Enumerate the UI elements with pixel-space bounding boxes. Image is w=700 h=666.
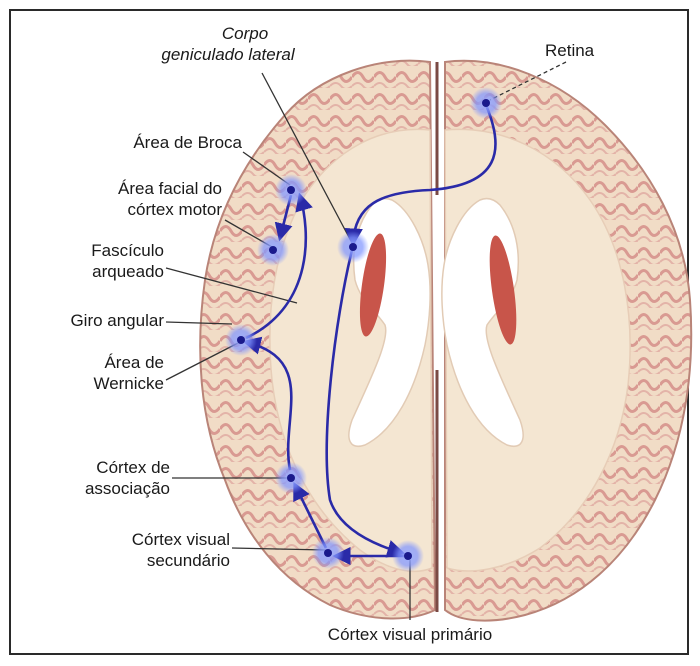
node-retina xyxy=(470,87,502,119)
node-area-facial xyxy=(257,234,289,266)
label-area-facial: Área facial do córtex motor xyxy=(40,178,222,220)
label-cortex-sec: Córtex visual secundário xyxy=(20,529,230,571)
label-fasciculo-line1: Fascículo xyxy=(20,240,164,261)
label-cortex-assoc: Córtex de associação xyxy=(20,457,170,499)
label-corpo-geniculado-line1: Corpo xyxy=(150,23,340,44)
label-corpo-geniculado: Corpo geniculado lateral xyxy=(150,23,340,65)
label-cortex-assoc-line2: associação xyxy=(20,478,170,499)
label-cortex-prim: Córtex visual primário xyxy=(280,624,540,645)
label-area-facial-line1: Área facial do xyxy=(40,178,222,199)
node-lgn xyxy=(337,231,369,263)
node-cortex-sec xyxy=(312,537,344,569)
label-wernicke: Área de Wernicke xyxy=(20,352,164,394)
label-area-facial-line2: córtex motor xyxy=(40,199,222,220)
label-area-broca: Área de Broca xyxy=(60,132,242,153)
label-giro-angular: Giro angular xyxy=(20,310,164,331)
label-corpo-geniculado-line2: geniculado lateral xyxy=(116,44,340,65)
label-cortex-assoc-line1: Córtex de xyxy=(20,457,170,478)
node-cortex-assoc xyxy=(275,462,307,494)
node-broca xyxy=(275,174,307,206)
label-fasciculo-line2: arqueado xyxy=(20,261,164,282)
node-cortex-prim xyxy=(392,540,424,572)
label-retina: Retina xyxy=(545,40,594,61)
label-fasciculo: Fascículo arqueado xyxy=(20,240,164,282)
node-wernicke xyxy=(225,324,257,356)
label-cortex-sec-line1: Córtex visual xyxy=(20,529,230,550)
brain-slice xyxy=(200,61,691,621)
label-cortex-sec-line2: secundário xyxy=(20,550,230,571)
label-wernicke-line1: Área de xyxy=(20,352,164,373)
label-wernicke-line2: Wernicke xyxy=(20,373,164,394)
